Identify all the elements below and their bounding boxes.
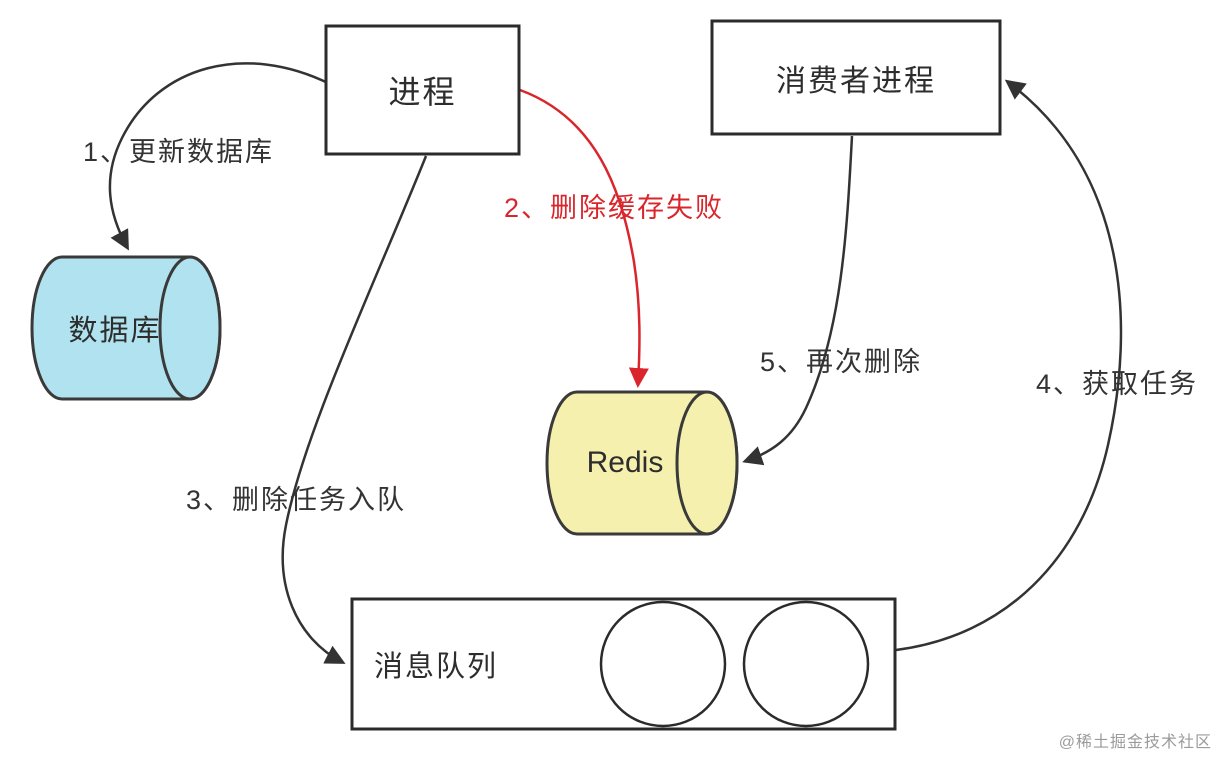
process-node	[324, 24, 521, 156]
redis-cylinder-rim	[675, 390, 739, 536]
edge-label-update-db: 1、更新数据库	[83, 137, 275, 167]
edge-label-fetch-task: 4、获取任务	[1036, 369, 1199, 399]
edge-label-enqueue-delete-task: 3、删除任务入队	[186, 485, 407, 515]
edge-label-delete-cache-fail: 2、删除缓存失败	[504, 193, 725, 223]
redis-node-label: Redis	[586, 446, 664, 479]
watermark-text: @稀土掘金技术社区	[1058, 734, 1212, 751]
edge-enqueue-delete-task-arrow	[281, 155, 428, 664]
database-cylinder-rim	[158, 255, 222, 401]
message-queue-node-label: 消息队列	[374, 651, 499, 683]
database-node-label: 数据库	[68, 315, 162, 347]
consumer-process-node	[710, 19, 1002, 136]
process-node-label: 进程	[388, 74, 457, 110]
edge-delete-cache-fail-arrow	[519, 88, 649, 388]
queue-message-circle-2	[742, 600, 870, 728]
consumer-process-node-label: 消费者进程	[776, 64, 936, 98]
edge-delete-again-arrow	[742, 135, 854, 466]
edge-fetch-task-arrow	[895, 79, 1123, 652]
edge-label-delete-again: 5、再次删除	[760, 347, 923, 377]
edge-update-db-arrow	[108, 62, 331, 251]
queue-message-circle-1	[599, 600, 727, 728]
